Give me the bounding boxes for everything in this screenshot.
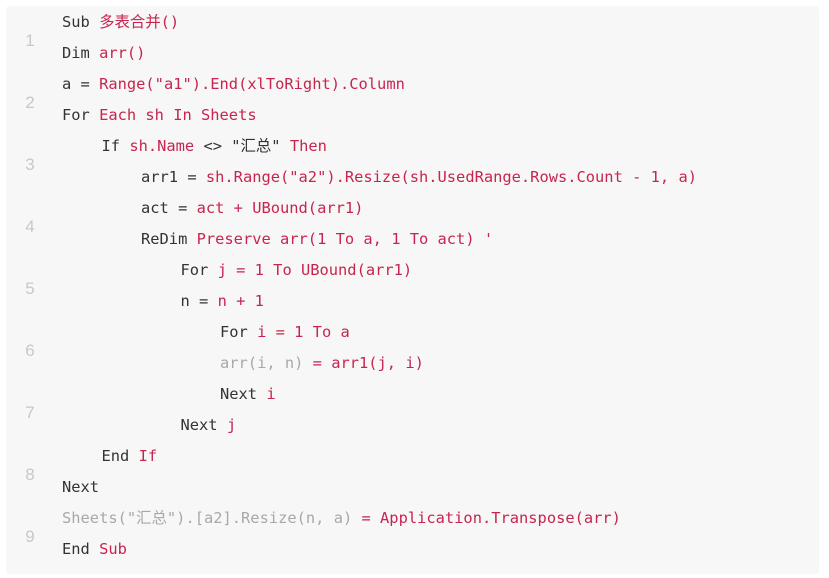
code-line: Next [62, 472, 99, 503]
code-token: i [266, 385, 276, 403]
code-token: <> "汇总" [203, 137, 290, 155]
code-token: Sheets("汇总").[a2].Resize(n, a) [62, 509, 362, 527]
code-token: 多表合并() [99, 13, 180, 31]
code-token: act = [141, 199, 197, 217]
code-line: Next i [220, 379, 276, 410]
code-token: i = 1 To a [257, 323, 350, 341]
code-line: For j = 1 To UBound(arr1) [181, 255, 413, 286]
code-token: arr() [99, 44, 146, 62]
code-token: n + 1 [217, 292, 264, 310]
line-number: 9 [25, 527, 35, 546]
code-token: act + UBound(arr1) [196, 199, 364, 217]
code-token: End [101, 447, 139, 465]
code-token: Range("a1").End(xlToRight).Column [99, 75, 405, 93]
code-token: Dim [62, 44, 100, 62]
code-token: a = [62, 75, 100, 93]
line-number: 7 [25, 403, 35, 422]
code-token: j [226, 416, 237, 434]
code-token: arr(i, n) [220, 354, 313, 372]
code-token: Then [289, 137, 327, 155]
code-token: If [101, 137, 130, 155]
code-token: arr1 = [141, 168, 206, 186]
code-line: If sh.Name <> "汇总" Then [102, 131, 327, 162]
line-number: 6 [25, 341, 35, 360]
code-line: act = act + UBound(arr1) [141, 193, 363, 224]
code-line: Sheets("汇总").[a2].Resize(n, a) = Applica… [62, 503, 621, 534]
line-number: 1 [25, 31, 35, 50]
code-line: Sub 多表合并() [62, 7, 179, 38]
code-line: For i = 1 To a [220, 317, 350, 348]
code-token: If [138, 447, 158, 465]
code-line: arr(i, n) = arr1(j, i) [220, 348, 424, 379]
line-number: 2 [25, 93, 35, 112]
code-token: Sub [62, 13, 100, 31]
line-number-gutter: 1 2 3 4 5 6 7 8 9 [6, 6, 54, 574]
code-line: Next j [181, 410, 237, 441]
code-line: arr1 = sh.Range("a2").Resize(sh.UsedRang… [141, 162, 697, 193]
code-token: Preserve arr(1 To a, 1 To act) ' [196, 230, 494, 248]
code-line: a = Range("a1").End(xlToRight).Column [62, 69, 405, 100]
code-token: Next [220, 385, 267, 403]
code-token: = Application.Transpose(arr) [361, 509, 621, 527]
code-token: sh.Name [129, 137, 204, 155]
code-token: j = 1 To UBound(arr1) [217, 261, 413, 279]
code-token: ReDim [141, 230, 197, 248]
line-number: 4 [25, 217, 35, 236]
code-line: End If [102, 441, 158, 472]
line-number: 3 [25, 155, 35, 174]
line-number: 5 [25, 279, 35, 298]
code-token: For [180, 261, 218, 279]
code-token: End [62, 540, 100, 558]
code-token: n = [180, 292, 218, 310]
code-line: Dim arr() [62, 38, 145, 69]
code-token: For [62, 106, 100, 124]
code-token: For [220, 323, 258, 341]
line-number: 8 [25, 465, 35, 484]
code-token: = arr1(j, i) [312, 354, 424, 372]
code-line: End Sub [62, 534, 127, 565]
code-token: Next [62, 478, 100, 496]
code-line: ReDim Preserve arr(1 To a, 1 To act) ' [141, 224, 493, 255]
code-token: sh.Range("a2").Resize(sh.UsedRange.Rows.… [205, 168, 697, 186]
code-token: Each sh In Sheets [99, 106, 257, 124]
code-line: n = n + 1 [181, 286, 264, 317]
code-token: Next [180, 416, 227, 434]
code-token: Sub [99, 540, 127, 558]
code-line: For Each sh In Sheets [62, 100, 257, 131]
